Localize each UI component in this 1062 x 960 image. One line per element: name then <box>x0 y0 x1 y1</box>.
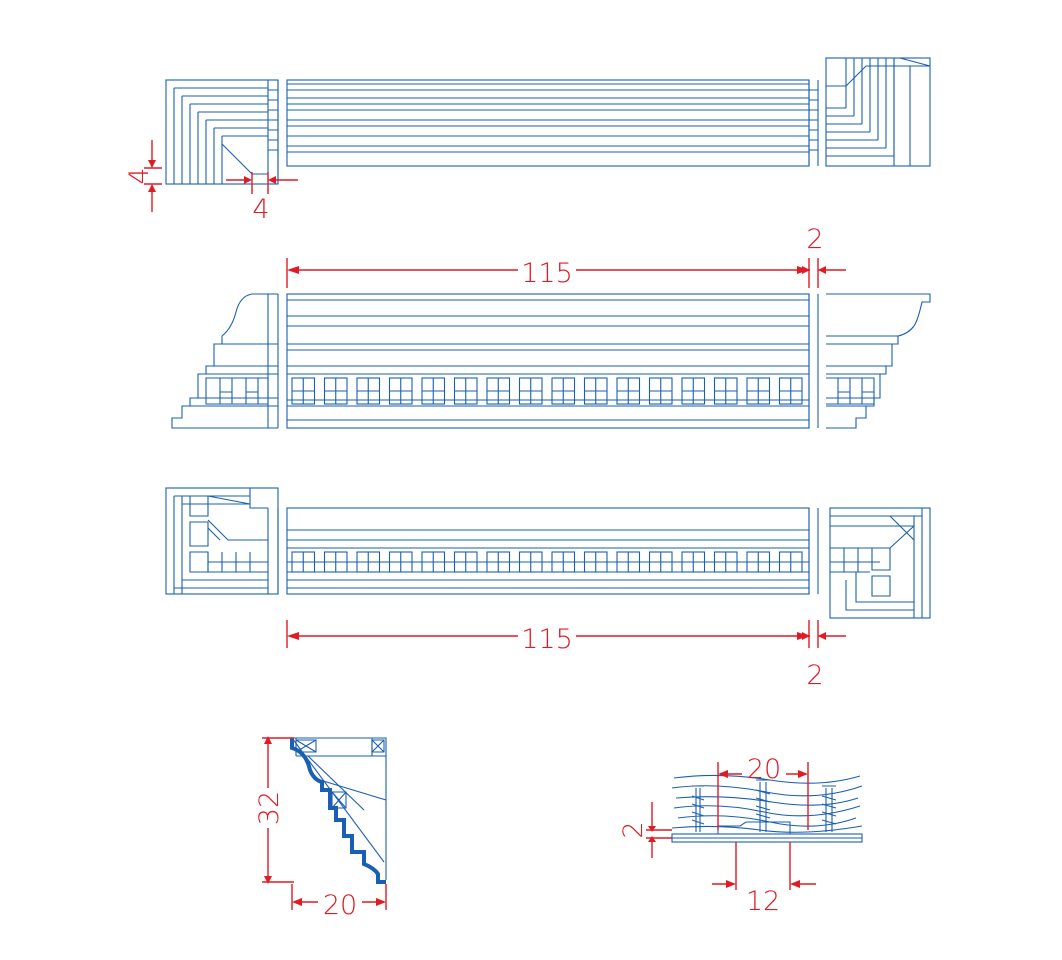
top-right-corner-piece <box>825 57 931 167</box>
dentil-detail <box>584 378 607 404</box>
profile-dim-32: 32 <box>254 736 294 884</box>
front-left-end <box>171 293 279 429</box>
dentil-detail <box>682 552 705 572</box>
top-dim-vertical-4: 4 <box>124 140 162 212</box>
dentil-detail <box>714 378 737 404</box>
dentil-detail <box>519 378 542 404</box>
front-middle-piece <box>286 293 819 429</box>
dentil-detail <box>552 378 575 404</box>
screw-middle <box>755 779 771 832</box>
top-middle-straight-piece <box>286 79 819 167</box>
front-dim-115: 115 <box>286 258 810 289</box>
dentil-detail <box>552 552 575 572</box>
dim-label-12: 12 <box>746 886 780 917</box>
dentil-detail <box>487 552 510 572</box>
dentil-detail <box>617 552 640 572</box>
dentil-detail <box>292 552 315 572</box>
bottom-dim-2: 2 <box>798 620 846 691</box>
dentil-detail <box>617 378 640 404</box>
dentil-detail <box>422 552 445 572</box>
front-elevation-view: 115 2 <box>171 224 931 429</box>
bottom-middle-piece <box>286 507 819 595</box>
mount-dim-12: 12 <box>712 842 816 917</box>
top-left-corner-piece <box>165 79 279 185</box>
dentil-detail <box>779 378 802 404</box>
bottom-right-corner-piece <box>829 507 931 619</box>
dentil-detail <box>584 552 607 572</box>
dim-label-32: 32 <box>254 791 285 825</box>
profile-outline-thick <box>290 738 386 884</box>
dim-label-4-vertical: 4 <box>124 167 155 184</box>
front-dim-2: 2 <box>798 224 846 288</box>
dentil-detail <box>649 552 672 572</box>
dim-label-2-front: 2 <box>806 224 823 255</box>
front-right-end <box>826 293 931 429</box>
bottom-dim-115: 115 <box>286 620 810 655</box>
dentil-detail <box>487 378 510 404</box>
bottom-dentil-row <box>291 551 803 573</box>
bottom-plan-view: 115 2 <box>165 487 931 691</box>
top-dim-horizontal-4: 4 <box>226 172 298 225</box>
dentil-detail <box>357 552 380 572</box>
dim-label-2-mount: 2 <box>618 821 649 838</box>
dentil-detail <box>389 552 412 572</box>
dentil-detail <box>454 552 477 572</box>
dentil-detail <box>519 552 542 572</box>
dentil-detail <box>747 378 770 404</box>
dentil-detail <box>292 378 315 404</box>
dentil-detail <box>324 552 347 572</box>
screw-left <box>691 785 705 832</box>
dim-label-2-bottom: 2 <box>806 660 823 691</box>
dentil-detail <box>682 378 705 404</box>
dentil-detail <box>389 378 412 404</box>
dentil-detail <box>422 378 445 404</box>
screw-right <box>821 785 837 832</box>
mount-dim-2: 2 <box>618 802 672 858</box>
dim-label-4-horizontal: 4 <box>252 194 269 225</box>
dim-label-20-profile: 20 <box>323 890 357 921</box>
dim-label-115-bottom: 115 <box>521 624 573 655</box>
dim-label-20-mount: 20 <box>747 754 781 785</box>
dim-label-115-front: 115 <box>521 258 573 289</box>
dentil-detail <box>324 378 347 404</box>
bottom-left-corner-piece <box>165 487 279 595</box>
mounting-detail: 20 2 12 <box>618 754 863 917</box>
top-plan-view: 4 4 <box>124 57 931 225</box>
front-dentil-row <box>291 377 803 405</box>
profile-outline-thin <box>291 737 387 880</box>
mount-dim-20: 20 <box>717 754 809 830</box>
dentil-detail <box>779 552 802 572</box>
dentil-detail <box>747 552 770 572</box>
dentil-detail <box>649 378 672 404</box>
dentil-detail <box>357 378 380 404</box>
dentil-detail <box>714 552 737 572</box>
profile-dim-20: 20 <box>291 884 387 921</box>
cross-section-profile: 32 20 <box>254 736 387 921</box>
dentil-detail <box>454 378 477 404</box>
